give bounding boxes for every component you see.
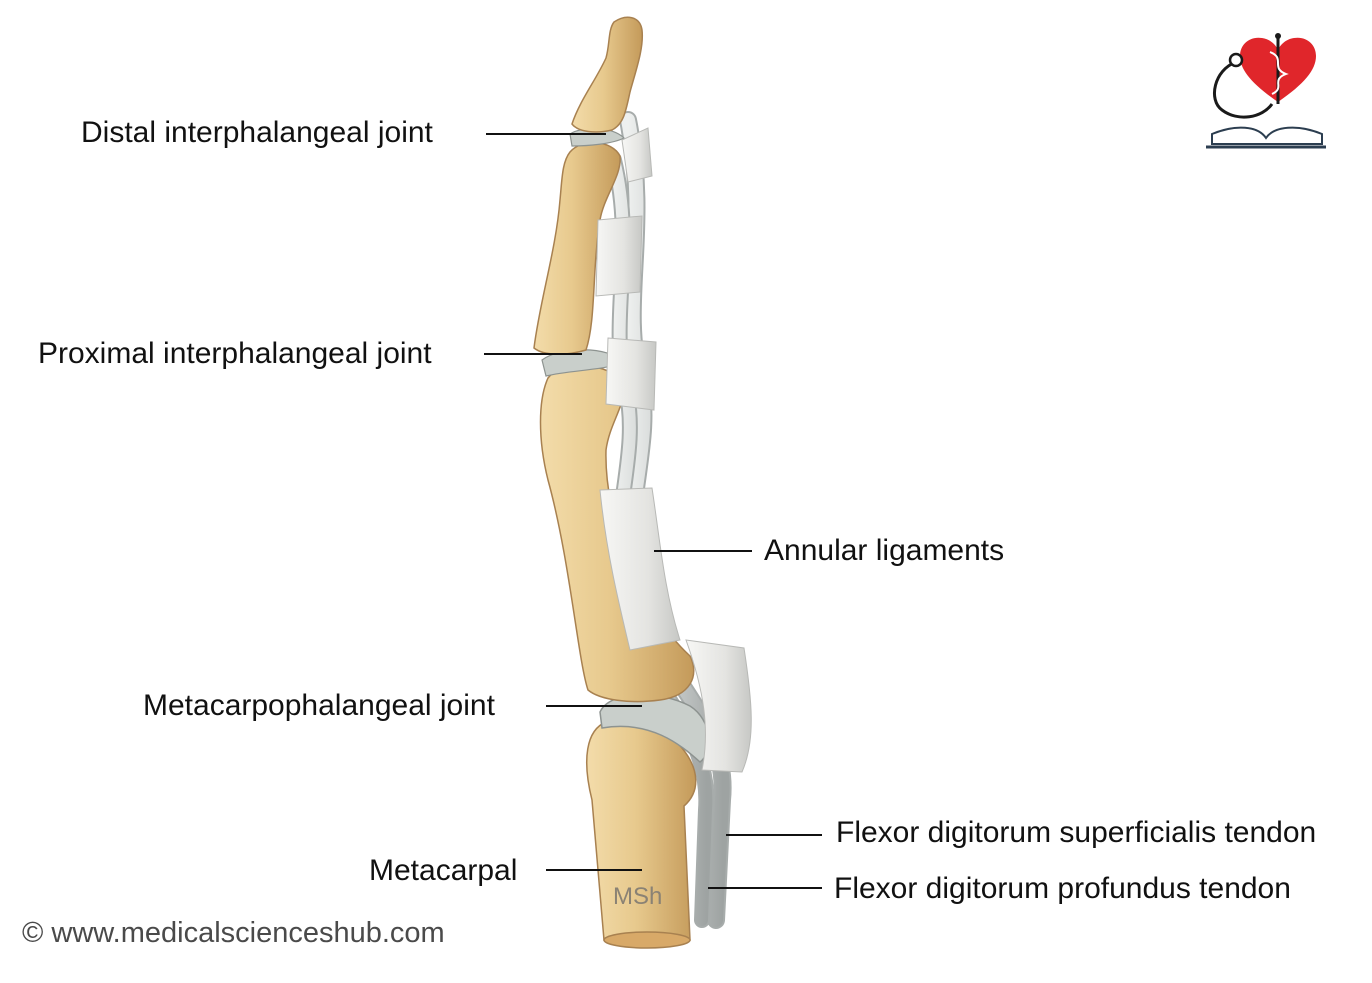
metacarpal-bone: [586, 717, 697, 949]
label-fdp-tendon: Flexor digitorum profundus tendon: [834, 872, 1291, 905]
leader-annular: [654, 550, 752, 552]
label-proximal-interphalangeal-joint: Proximal interphalangeal joint: [38, 337, 432, 370]
annular-ligaments: [595, 127, 752, 773]
leader-mcp: [546, 705, 642, 707]
leader-fdp: [708, 887, 822, 889]
leader-proximal-ip: [484, 353, 582, 355]
heart-caduceus-stethoscope-book-logo: [1206, 33, 1326, 149]
watermark-text: MSh: [613, 883, 663, 910]
leader-distal-ip: [486, 133, 606, 135]
copyright-link[interactable]: © www.medicalscienceshub.com: [22, 917, 445, 949]
middle-phalanx-bone: [533, 141, 621, 355]
label-fds-tendon: Flexor digitorum superficialis tendon: [836, 816, 1317, 849]
leader-metacarpal: [546, 869, 642, 871]
label-metacarpophalangeal-joint: Metacarpophalangeal joint: [143, 689, 495, 722]
label-distal-interphalangeal-joint: Distal interphalangeal joint: [81, 116, 433, 149]
label-annular-ligaments: Annular ligaments: [764, 534, 1005, 567]
leader-fds: [726, 834, 822, 836]
label-metacarpal: Metacarpal: [369, 854, 518, 887]
distal-phalanx-bone: [571, 16, 644, 133]
